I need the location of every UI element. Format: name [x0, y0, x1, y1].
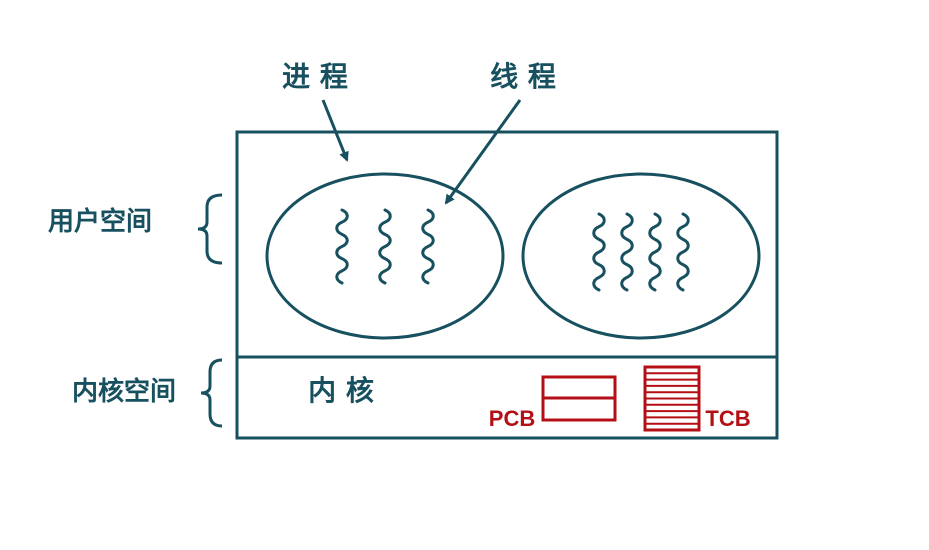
- kernel-space-label: 内核空间: [72, 376, 176, 407]
- tcb-lines: [645, 372, 699, 425]
- pcb-label: PCB: [489, 406, 535, 431]
- process-ellipse-2: [521, 172, 761, 340]
- thread-squiggle: [648, 212, 662, 292]
- thread-squiggle: [421, 208, 435, 285]
- tcb-label: TCB: [705, 406, 750, 431]
- kernel-space-brace: [200, 358, 223, 428]
- user-space-label: 用户空间: [48, 206, 152, 237]
- thread-squiggle: [592, 212, 606, 292]
- thread-squiggle: [620, 212, 634, 292]
- thread-arrow: [444, 99, 522, 205]
- process-ellipse-1: [265, 172, 505, 340]
- thread-label: 线 程: [490, 60, 556, 93]
- process-2-threads: [592, 212, 690, 292]
- thread-squiggle: [676, 212, 690, 292]
- process-1-threads: [335, 208, 435, 285]
- user-space-brace: [197, 193, 223, 265]
- thread-squiggle: [378, 208, 392, 285]
- kernel-label: 内 核: [308, 374, 374, 407]
- thread-squiggle: [335, 208, 349, 285]
- process-arrow: [321, 99, 349, 162]
- address-space-box: [235, 130, 779, 440]
- process-label: 进 程: [282, 60, 348, 93]
